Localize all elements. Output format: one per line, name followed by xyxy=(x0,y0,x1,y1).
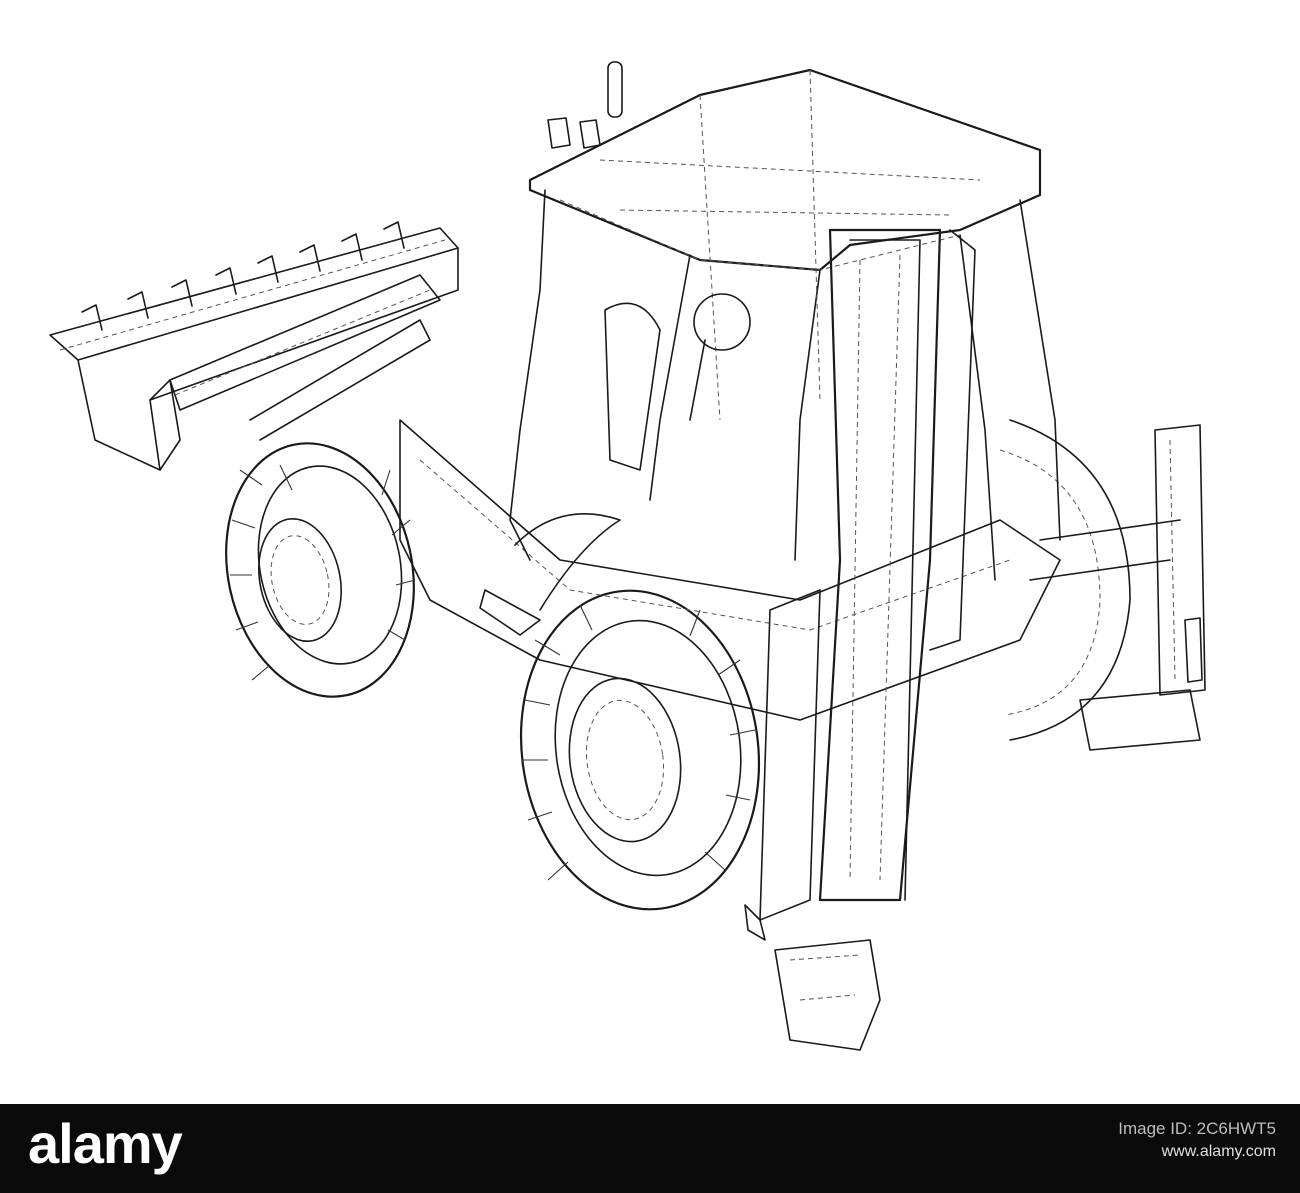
backhoe-boom xyxy=(744,228,976,1051)
alamy-logo[interactable]: alamy xyxy=(28,1112,183,1175)
loader-arms xyxy=(169,274,441,441)
cab xyxy=(509,61,1061,581)
left-wheel xyxy=(225,442,416,698)
site-url[interactable]: www.alamy.com xyxy=(1161,1142,1276,1160)
far-wheel xyxy=(999,419,1131,741)
backhoe-wireframe-illustration xyxy=(49,61,1206,1051)
backhoe-drawing xyxy=(49,61,1206,1051)
right-wheel xyxy=(519,589,761,911)
loader-bucket xyxy=(49,221,459,471)
chassis xyxy=(399,419,1201,751)
image-id-label: Image ID: 2C6HWT5 xyxy=(1118,1119,1276,1138)
stock-info: Image ID: 2C6HWT5 www.alamy.com xyxy=(1118,1118,1276,1163)
stabilizer xyxy=(1029,424,1206,696)
watermark-footer: alamy Image ID: 2C6HWT5 www.alamy.com xyxy=(0,1104,1300,1193)
